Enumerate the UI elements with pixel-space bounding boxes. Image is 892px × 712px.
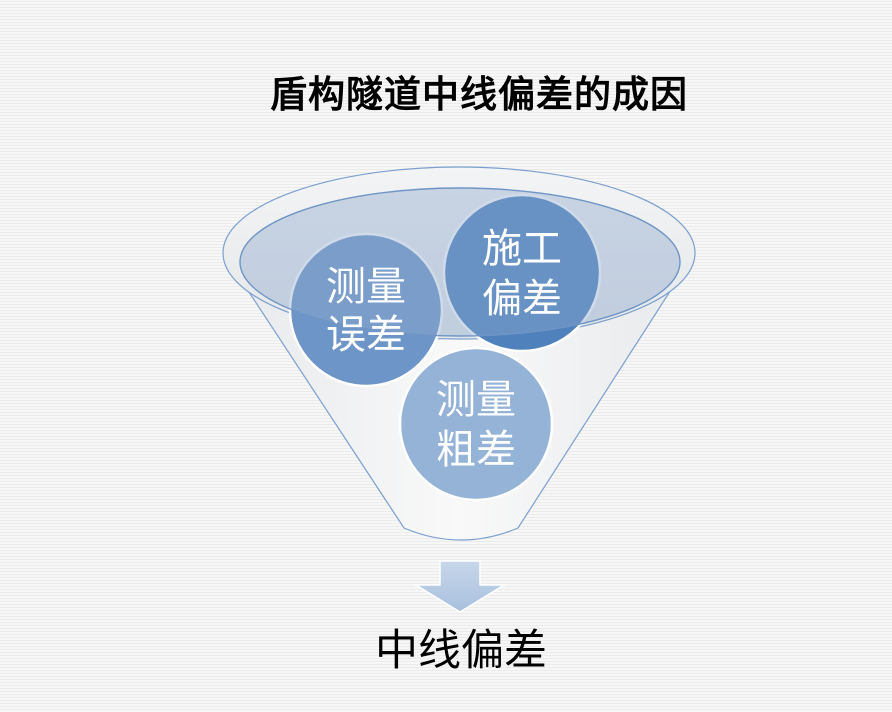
cause-label-construction-deviation-line2: 偏差 <box>482 276 562 322</box>
cause-circle-measurement-error <box>288 232 444 388</box>
result-label: 中线偏差 <box>375 626 547 676</box>
cause-circle-gross-error <box>398 346 554 502</box>
slide-title: 盾构隧道中线偏差的成因 <box>270 73 688 116</box>
cause-label-gross-error-line1: 测量 <box>436 377 516 423</box>
cause-label-measurement-error-line1: 测量 <box>326 264 406 310</box>
cause-circle-construction-deviation <box>442 193 602 353</box>
funnel-opening <box>239 187 681 337</box>
cause-label-construction-deviation-line1: 施工 <box>482 226 562 272</box>
down-arrow-icon <box>413 560 507 613</box>
cause-label-gross-error-line2: 粗差 <box>436 427 516 473</box>
cause-label-measurement-error-line2: 误差 <box>326 312 406 358</box>
